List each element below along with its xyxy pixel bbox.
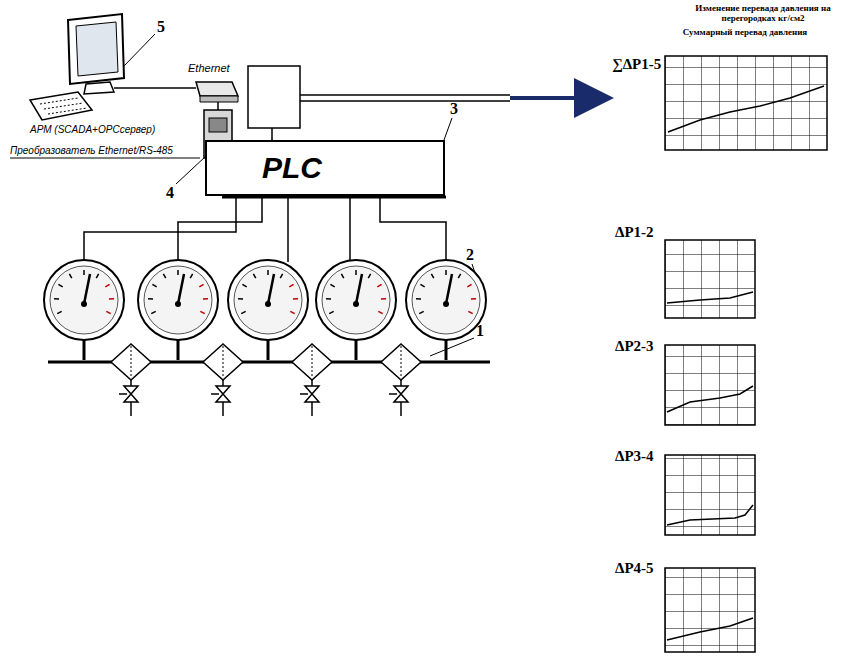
pipeline: [48, 344, 490, 416]
ethernet-switch: [196, 82, 238, 110]
plc-box: PLC: [205, 140, 445, 196]
output-unit: [248, 66, 606, 140]
callout-number: 4: [166, 184, 174, 202]
callout-number: 1: [476, 322, 484, 340]
chart-axis-label: ∑ΔP1-5: [612, 56, 661, 73]
workstation-label: АРМ (SCADA+OPCсервер): [30, 124, 155, 135]
pressure-gauge: [44, 260, 486, 360]
chart-axis-label: ΔP3-4: [615, 448, 654, 465]
node-text: PLC: [207, 151, 322, 185]
callout-number: 2: [466, 246, 474, 264]
callout-number: 5: [157, 18, 165, 36]
converter-label: Преобразователь Ethernet/RS-485: [10, 145, 173, 156]
chart-subtitle: Суммарный перевад давления: [680, 28, 810, 38]
chart-title: Изменение перевада давления на перегород…: [688, 4, 838, 24]
trend-chart: [665, 56, 827, 652]
workstation: [30, 14, 196, 120]
chart-axis-label: ΔP1-2: [615, 224, 654, 241]
signal-wire: [84, 197, 446, 262]
chart-axis-label: ΔP2-3: [615, 338, 654, 355]
network-label: Ethernet: [188, 62, 230, 74]
chart-axis-label: ΔP4-5: [615, 560, 654, 577]
callout-number: 3: [450, 100, 458, 118]
